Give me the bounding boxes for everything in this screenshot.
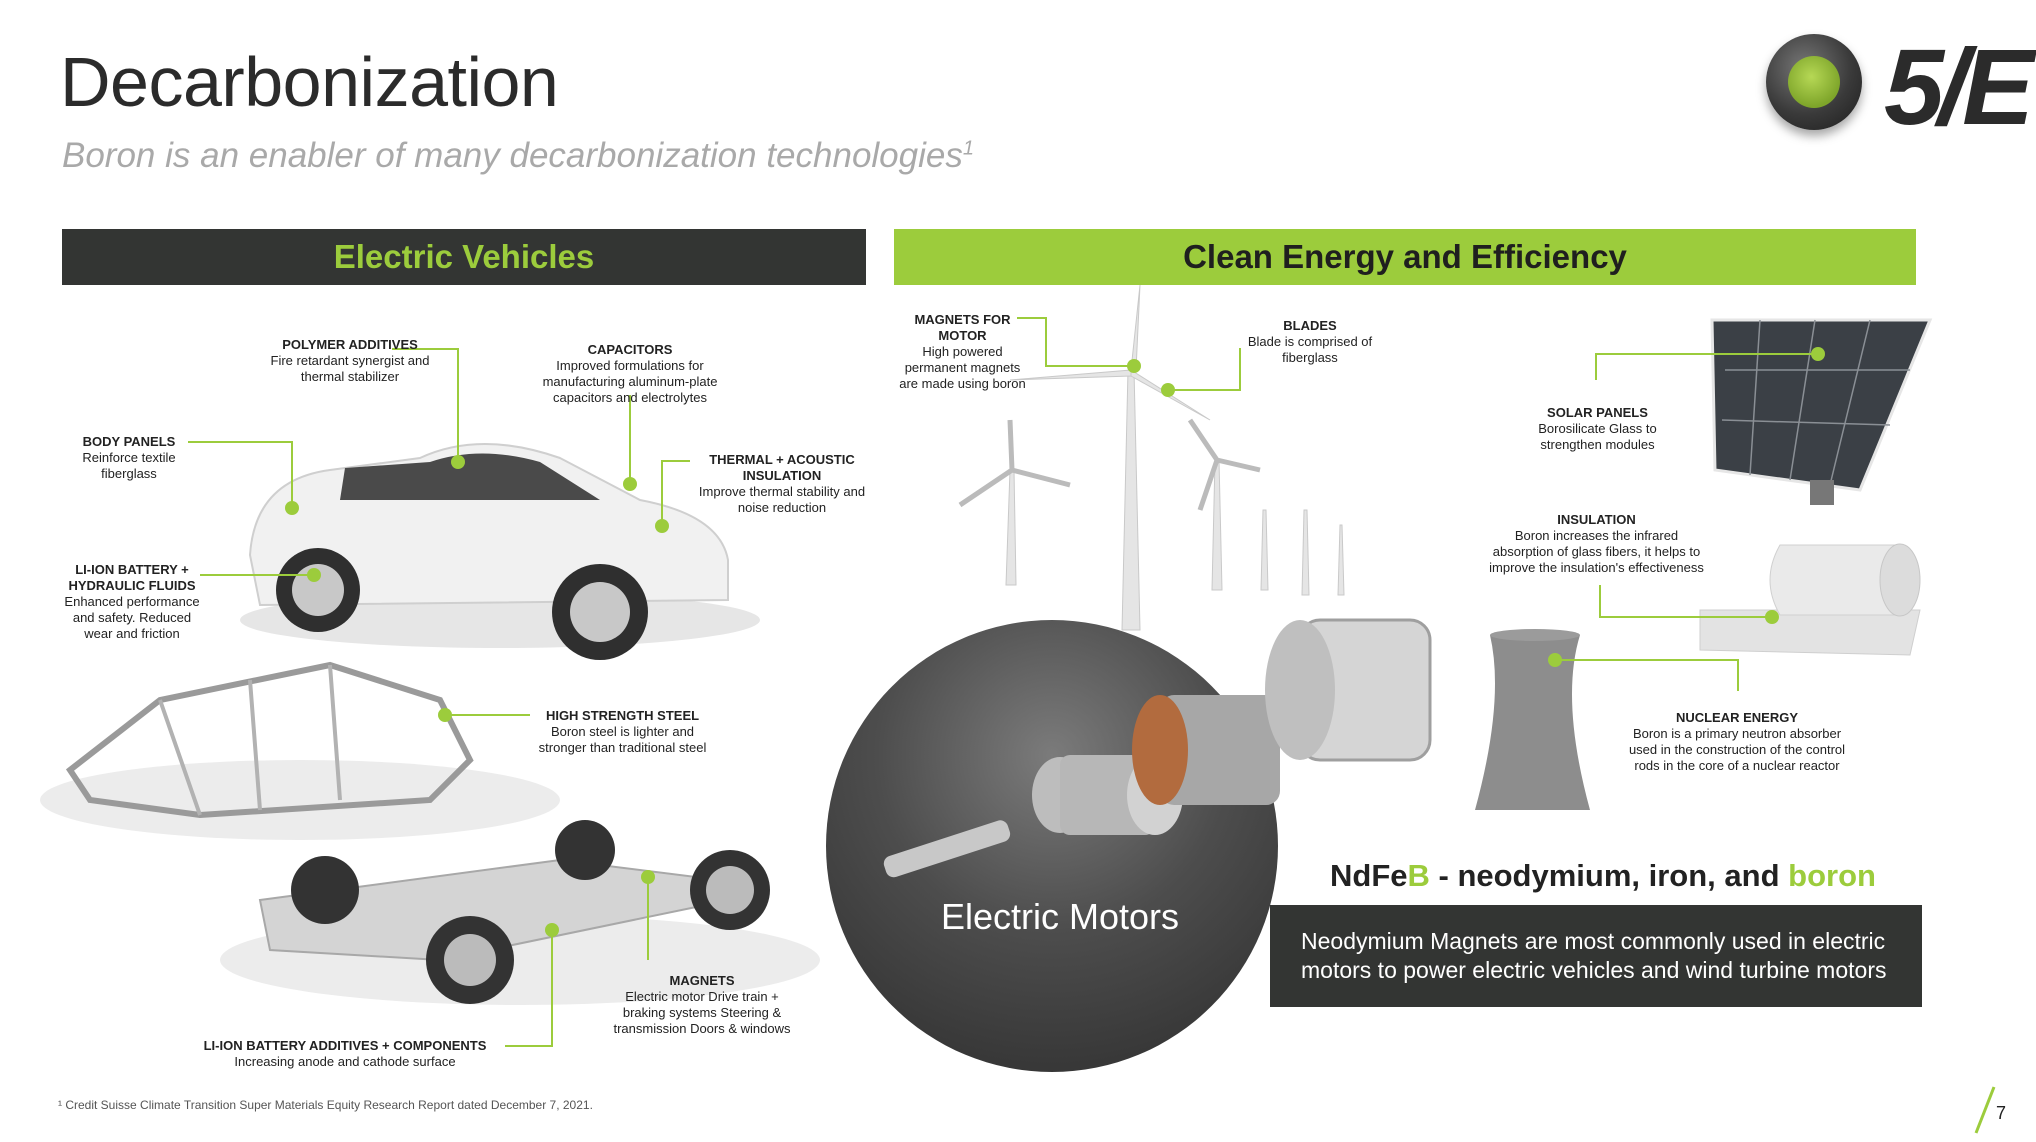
wind-turbine-illustration xyxy=(958,284,1345,631)
clean-energy-banner: Clean Energy and Efficiency xyxy=(894,229,1916,285)
footnote-ref: 1 xyxy=(962,137,974,160)
footnote: ¹ Credit Suisse Climate Transition Super… xyxy=(58,1098,593,1112)
electric-vehicles-banner: Electric Vehicles xyxy=(62,229,866,285)
car-illustration xyxy=(240,443,760,660)
cooling-tower-illustration xyxy=(1475,629,1590,810)
car-frame-illustration xyxy=(40,661,560,840)
globe-icon xyxy=(1788,56,1840,108)
slash-accent-icon xyxy=(1974,1086,1996,1134)
chassis-illustration xyxy=(220,820,820,1005)
electric-motors-label: Electric Motors xyxy=(940,896,1180,937)
neodymium-info-box: Neodymium Magnets are most commonly used… xyxy=(1270,905,1922,1007)
motor-parts-illustration xyxy=(883,618,1432,878)
insulation-illustration xyxy=(1699,543,1921,656)
page-number: 7 xyxy=(1996,1103,2007,1123)
logo-wordmark: 5/E xyxy=(1884,26,2034,147)
ndfeb-heading: NdFeB - neodymium, iron, and boron xyxy=(1330,858,1876,893)
page-subtitle: Boron is an enabler of many decarbonizat… xyxy=(62,136,974,175)
solar-panel-illustration xyxy=(1710,318,1933,505)
page-title: Decarbonization xyxy=(60,43,559,121)
